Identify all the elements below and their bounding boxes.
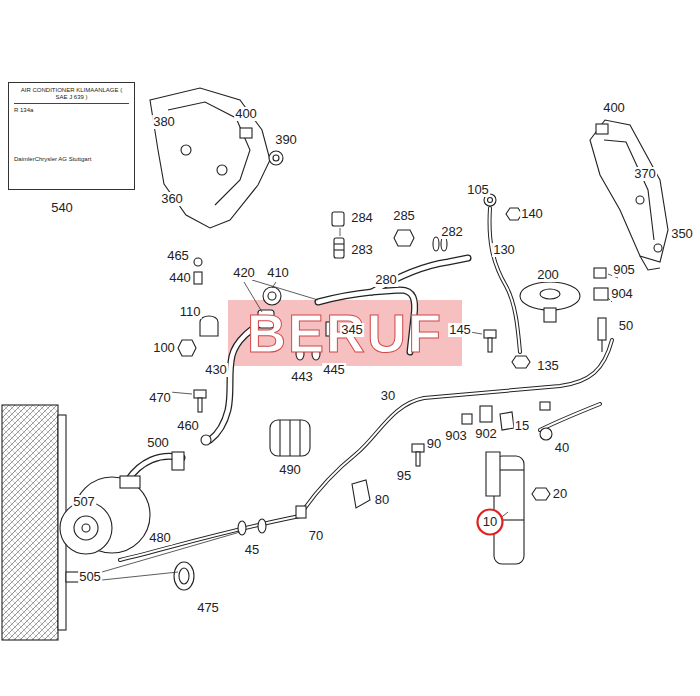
callout-number: 140 (520, 207, 544, 221)
callout-number: 465 (166, 249, 190, 263)
hose-outline (128, 258, 468, 480)
plate-text: DaimlerChrysler AG Stuttgart (14, 156, 129, 163)
callout-number: 400 (602, 101, 626, 115)
callout-number: 130 (492, 243, 516, 257)
callout-number: 490 (278, 463, 302, 477)
callout-number: 400 (234, 107, 258, 121)
callout-number: 40 (554, 441, 570, 455)
callout-number: 285 (392, 209, 416, 223)
callout-number: 100 (152, 341, 176, 355)
leader-lines (102, 228, 618, 580)
callout-number: 15 (514, 419, 530, 433)
callout-number: 135 (536, 359, 560, 373)
watermark-band (228, 300, 462, 366)
callout-number: 145 (448, 323, 472, 337)
callout-number: 470 (148, 391, 172, 405)
callout-number: 390 (274, 133, 298, 147)
callout-circle: 10 (476, 508, 504, 536)
callout-number: 105 (466, 183, 490, 197)
callout-number: 903 (444, 429, 468, 443)
plate-heading: AIR CONDITIONER KLIMAANLAGE ( SAE J 639 … (14, 87, 129, 104)
callout-number: 350 (670, 227, 694, 241)
callout-number: 283 (350, 243, 374, 257)
callout-number: 420 (232, 266, 256, 280)
callout-number: 90 (426, 437, 442, 451)
callout-number: 904 (610, 287, 634, 301)
callout-number: 360 (160, 192, 184, 206)
callout-number: 507 (72, 495, 96, 509)
callout-number: 540 (50, 201, 74, 215)
callout-number: 345 (340, 323, 364, 337)
callout-number: 905 (612, 263, 636, 277)
callout-number: 95 (396, 469, 412, 483)
callout-number: 505 (78, 570, 102, 584)
refrigerant-plate: AIR CONDITIONER KLIMAANLAGE ( SAE J 639 … (8, 82, 135, 190)
callout-number: 282 (440, 225, 464, 239)
callout-number: 45 (244, 543, 260, 557)
callout-number: 30 (380, 389, 396, 403)
callout-number: 370 (633, 167, 657, 181)
callout-number: 380 (152, 115, 176, 129)
callout-number: 70 (308, 529, 324, 543)
callout-number: 430 (204, 363, 228, 377)
pipe-outline (120, 208, 612, 560)
callout-number: 902 (474, 427, 498, 441)
callout-number: 200 (536, 268, 560, 282)
callout-number: 500 (146, 436, 170, 450)
callout-number: 280 (374, 273, 398, 287)
hose-fill (128, 258, 468, 480)
callout-number: 443 (290, 370, 314, 384)
plate-text: R 134a (14, 107, 129, 114)
pipe-fill (120, 208, 612, 560)
callout-number: 284 (350, 211, 374, 225)
callout-number: 10 (483, 515, 497, 529)
callout-number: 460 (176, 419, 200, 433)
callout-number: 110 (179, 305, 202, 319)
callout-number: 445 (322, 363, 346, 377)
callout-number: 475 (196, 601, 220, 615)
callout-number: 440 (168, 271, 192, 285)
callout-number: 20 (552, 487, 568, 501)
callout-number: 50 (618, 319, 634, 333)
callout-number: 480 (148, 531, 172, 545)
callout-number: 410 (266, 266, 290, 280)
callout-number: 80 (374, 493, 390, 507)
